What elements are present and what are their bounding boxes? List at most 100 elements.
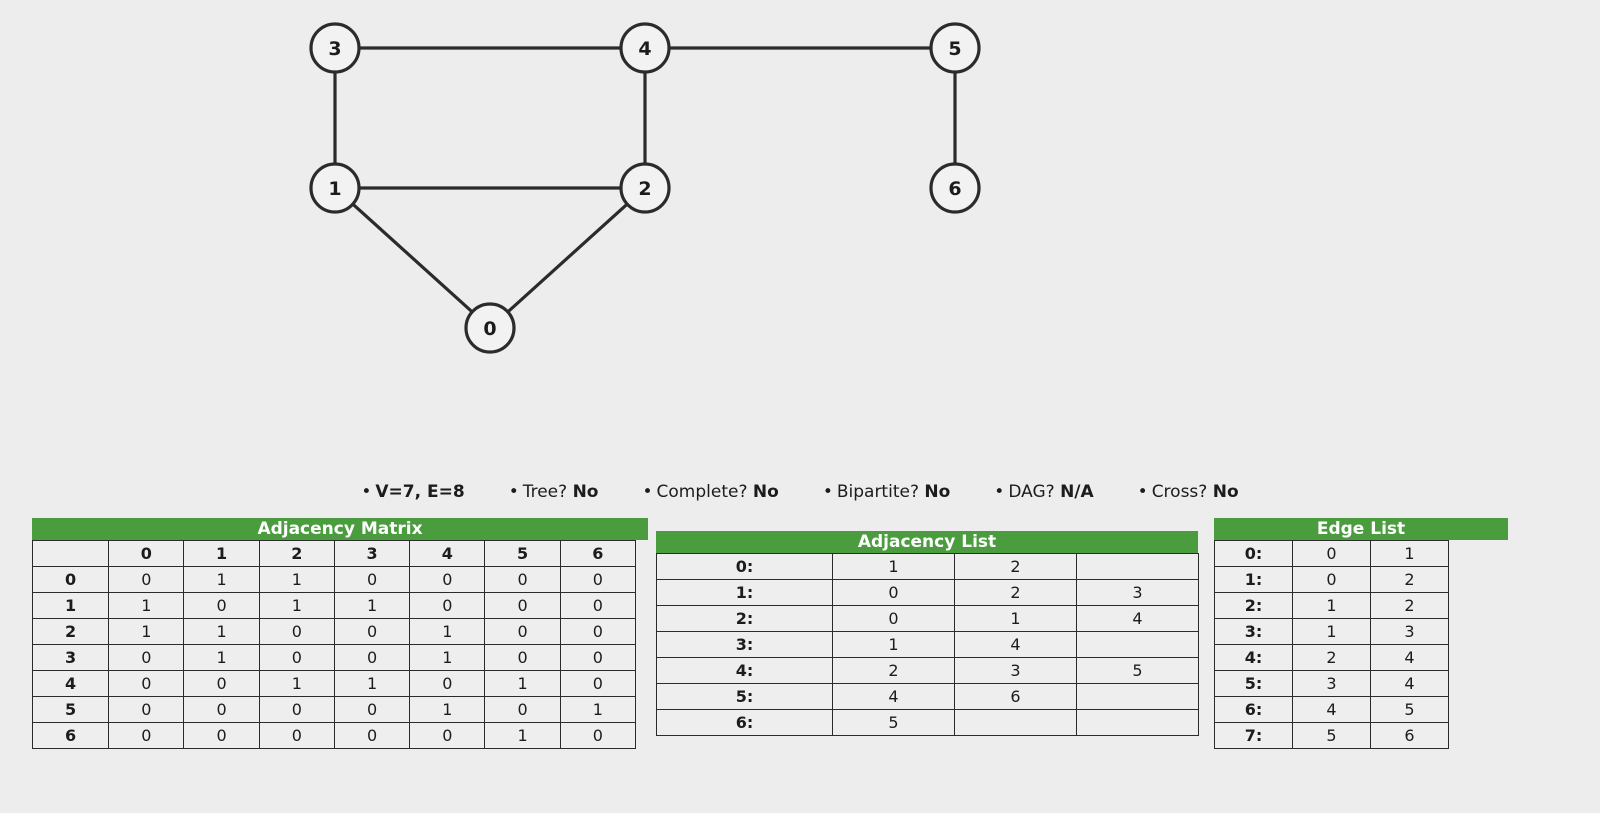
adjacency-list-neighbor: 0 bbox=[832, 605, 955, 632]
edge-list-index: 3: bbox=[1214, 618, 1293, 645]
graph-diagram: 0 1 2 3 4 5 6 bbox=[309, 22, 981, 354]
adjacency-list-key: 1: bbox=[656, 579, 833, 606]
node-label: 1 bbox=[328, 178, 341, 200]
graph-node-0[interactable]: 0 bbox=[464, 302, 516, 354]
edge-list-target: 3 bbox=[1370, 618, 1449, 645]
adjacency-list-empty-cell bbox=[1076, 683, 1199, 710]
property-label: V=7, E=8 bbox=[375, 482, 465, 502]
matrix-row-header: 5 bbox=[31, 696, 110, 723]
edge-list-source: 5 bbox=[1292, 722, 1371, 749]
graph-properties-bar: •V=7, E=8•Tree? No•Complete? No•Bipartit… bbox=[0, 478, 1600, 506]
adjacency-list-key: 4: bbox=[656, 657, 833, 684]
matrix-cell: 1 bbox=[183, 566, 260, 593]
matrix-cell: 1 bbox=[333, 670, 411, 697]
matrix-col-header: 4 bbox=[409, 540, 486, 567]
matrix-cell: 0 bbox=[484, 592, 561, 619]
matrix-cell: 0 bbox=[559, 644, 637, 671]
bullet-icon: • bbox=[508, 482, 519, 502]
matrix-col-header: 6 bbox=[559, 540, 637, 567]
adjacency-list-empty-cell bbox=[1076, 709, 1199, 736]
graph-node-5[interactable]: 5 bbox=[929, 22, 981, 74]
property-label: Bipartite? bbox=[836, 482, 925, 502]
matrix-cell: 0 bbox=[559, 722, 637, 749]
node-circle-icon bbox=[464, 302, 516, 354]
matrix-col-header: 0 bbox=[108, 540, 185, 567]
property-label: Complete? bbox=[656, 482, 753, 502]
node-label: 5 bbox=[948, 38, 961, 60]
matrix-cell: 0 bbox=[183, 722, 260, 749]
graph-edge-0-2 bbox=[505, 201, 630, 315]
list-item: 6:5 bbox=[656, 709, 1199, 736]
matrix-cell: 0 bbox=[183, 696, 260, 723]
adjacency-list-key: 2: bbox=[656, 605, 833, 632]
property-value: No bbox=[924, 482, 951, 502]
property-value: N/A bbox=[1060, 482, 1094, 502]
matrix-row-header: 0 bbox=[31, 566, 110, 593]
matrix-cell: 1 bbox=[409, 696, 486, 723]
matrix-cell: 0 bbox=[333, 566, 411, 593]
property-label: DAG? bbox=[1008, 482, 1061, 502]
graph-node-4[interactable]: 4 bbox=[619, 22, 671, 74]
matrix-cell: 1 bbox=[559, 696, 637, 723]
adjacency-list-neighbor: 2 bbox=[832, 657, 955, 684]
matrix-row-header: 6 bbox=[31, 722, 110, 749]
node-label: 0 bbox=[483, 318, 496, 340]
matrix-row-header: 3 bbox=[31, 644, 110, 671]
matrix-cell: 0 bbox=[333, 618, 411, 645]
adjacency-list-neighbor: 0 bbox=[832, 579, 955, 606]
adjacency-list-neighbor: 4 bbox=[1076, 605, 1199, 632]
bullet-icon: • bbox=[1137, 482, 1148, 502]
matrix-cell: 0 bbox=[108, 644, 185, 671]
graph-node-3[interactable]: 3 bbox=[309, 22, 361, 74]
edge-list-source: 1 bbox=[1292, 592, 1371, 619]
adjacency-list-neighbor: 4 bbox=[954, 631, 1077, 658]
matrix-cell: 1 bbox=[409, 644, 486, 671]
adjacency-list-empty-cell bbox=[954, 709, 1077, 736]
graph-node-1[interactable]: 1 bbox=[309, 162, 361, 214]
adjacency-list-neighbor: 4 bbox=[832, 683, 955, 710]
edge-list-target: 2 bbox=[1370, 592, 1449, 619]
edge-list-title: Edge List bbox=[1214, 518, 1508, 540]
adjacency-list-neighbor: 6 bbox=[954, 683, 1077, 710]
matrix-cell: 0 bbox=[559, 670, 637, 697]
graph-node-6[interactable]: 6 bbox=[929, 162, 981, 214]
matrix-cell: 0 bbox=[409, 722, 486, 749]
adjacency-matrix-title: Adjacency Matrix bbox=[32, 518, 648, 540]
property-value: No bbox=[1212, 482, 1239, 502]
matrix-cell: 0 bbox=[183, 670, 260, 697]
adjacency-list-key: 6: bbox=[656, 709, 833, 736]
adjacency-list-neighbor: 1 bbox=[954, 605, 1077, 632]
adjacency-list-neighbor: 1 bbox=[832, 631, 955, 658]
node-label: 6 bbox=[948, 178, 961, 200]
matrix-row-header: 2 bbox=[31, 618, 110, 645]
matrix-cell: 0 bbox=[258, 722, 335, 749]
adjacency-list-empty-cell bbox=[1076, 631, 1199, 658]
matrix-cell: 0 bbox=[333, 722, 411, 749]
graph-node-2[interactable]: 2 bbox=[619, 162, 671, 214]
matrix-cell: 1 bbox=[409, 618, 486, 645]
edge-list-index: 4: bbox=[1214, 644, 1293, 671]
edge-list-target: 6 bbox=[1370, 722, 1449, 749]
node-circle-icon bbox=[929, 22, 981, 74]
property-item: •Complete? No bbox=[621, 482, 801, 502]
matrix-cell: 0 bbox=[183, 592, 260, 619]
matrix-cell: 1 bbox=[258, 670, 335, 697]
matrix-cell: 1 bbox=[108, 592, 185, 619]
adjacency-list-key: 3: bbox=[656, 631, 833, 658]
adjacency-list-neighbor: 5 bbox=[1076, 657, 1199, 684]
matrix-row-header: 4 bbox=[31, 670, 110, 697]
bullet-icon: • bbox=[994, 482, 1005, 502]
adjacency-list-neighbor: 3 bbox=[954, 657, 1077, 684]
